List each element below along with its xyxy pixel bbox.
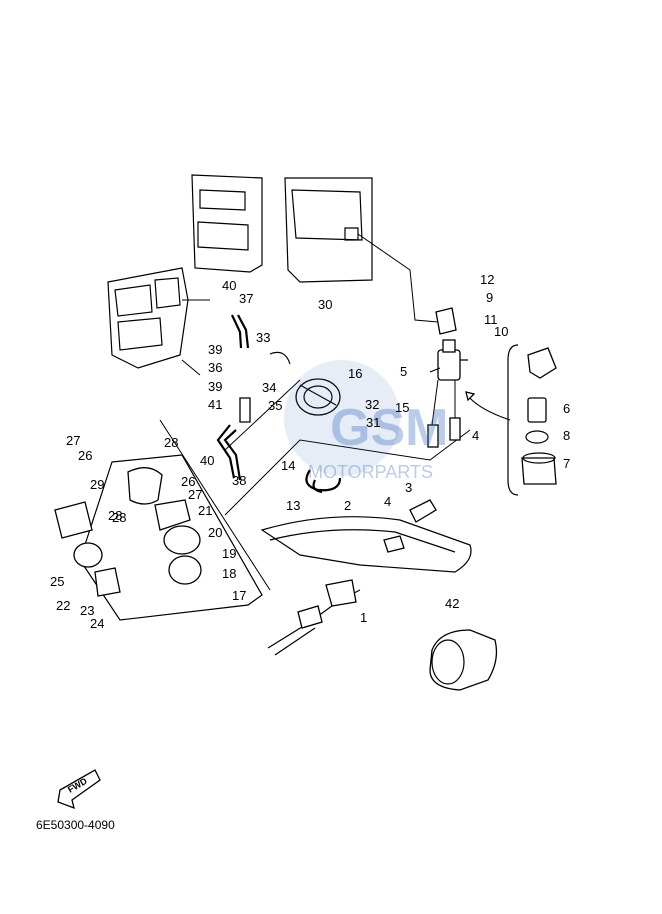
fuel-hose-routing	[216, 314, 471, 516]
callout-36: 36	[208, 360, 222, 375]
callout-31: 31	[366, 415, 380, 430]
callout-4: 4	[384, 494, 391, 509]
callout-39: 39	[208, 379, 222, 394]
callout-30: 30	[318, 297, 332, 312]
callout-14: 14	[281, 458, 295, 473]
callout-26: 26	[78, 448, 92, 463]
bottom-cowling-outline	[260, 499, 472, 656]
callout-21: 21	[198, 503, 212, 518]
callout-4: 4	[472, 428, 479, 443]
callout-38: 38	[232, 473, 246, 488]
callout-25: 25	[50, 574, 64, 589]
callout-11: 11	[484, 312, 498, 327]
callout-13: 13	[286, 498, 300, 513]
callout-32: 32	[365, 397, 379, 412]
watermark-logo-text: GSM	[330, 399, 448, 457]
callout-33: 33	[256, 330, 270, 345]
callout-28: 28	[112, 510, 126, 525]
callout-41: 41	[208, 397, 222, 412]
watermark-text: MOTORPARTS	[308, 462, 433, 482]
filter-detail-bracket	[465, 344, 557, 496]
cylinder-block-outline	[107, 267, 271, 591]
callout-9: 9	[486, 290, 493, 305]
fuel-pump-exploded	[54, 454, 263, 621]
callout-40: 40	[222, 278, 236, 293]
callout-3: 3	[405, 480, 412, 495]
callout-20: 20	[208, 525, 222, 540]
callout-18: 18	[222, 566, 236, 581]
callout-27: 27	[66, 433, 80, 448]
fuel-pump	[295, 378, 341, 416]
fuel-filter-assembly	[427, 307, 468, 448]
callout-37: 37	[239, 291, 253, 306]
callout-12: 12	[480, 272, 494, 287]
callout-5: 5	[400, 364, 407, 379]
callout-6: 6	[563, 401, 570, 416]
callout-35: 35	[268, 398, 282, 413]
callout-24: 24	[90, 616, 104, 631]
callout-39: 39	[208, 342, 222, 357]
callout-19: 19	[222, 546, 236, 561]
callout-17: 17	[232, 588, 246, 603]
diagram-code: 6E50300-4090	[36, 818, 115, 832]
callout-26: 26	[181, 474, 195, 489]
callout-28: 28	[164, 435, 178, 450]
callout-7: 7	[563, 456, 570, 471]
fwd-arrow-icon: FWD	[57, 769, 101, 810]
callout-42: 42	[445, 596, 459, 611]
callout-27: 27	[188, 487, 202, 502]
callout-1: 1	[360, 610, 367, 625]
callout-8: 8	[563, 428, 570, 443]
callout-40: 40	[200, 453, 214, 468]
callout-34: 34	[262, 380, 276, 395]
callout-22: 22	[56, 598, 70, 613]
callout-2: 2	[344, 498, 351, 513]
callout-16: 16	[348, 366, 362, 381]
engine-block-outline	[191, 174, 439, 323]
callout-28: 28	[108, 508, 122, 523]
callout-23: 23	[80, 603, 94, 618]
callout-15: 15	[395, 400, 409, 415]
part-42-sleeve	[429, 629, 498, 691]
watermark-logo: GSM MOTORPARTS	[284, 360, 448, 482]
callout-10: 10	[494, 324, 508, 339]
callout-29: 29	[90, 477, 104, 492]
